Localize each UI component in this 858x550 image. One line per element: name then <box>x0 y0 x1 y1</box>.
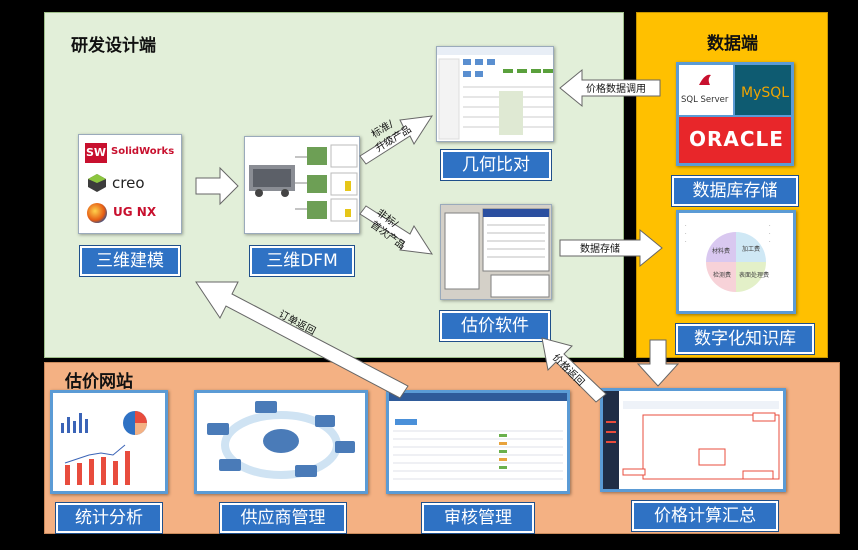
arrow-knowledge-to-summary <box>636 339 680 387</box>
label-geometry-compare[interactable]: 几何比对 <box>441 150 551 180</box>
flow-price-call-text: 价格数据调用 <box>586 82 646 95</box>
oracle-name: ORACLE <box>689 127 784 151</box>
solidworks-logo: SW <box>85 143 107 163</box>
label-statistics[interactable]: 统计分析 <box>56 503 162 533</box>
arrow-dfm-to-geometry <box>359 115 433 165</box>
label-database-storage[interactable]: 数据库存储 <box>672 176 798 206</box>
arrow-order-return <box>195 281 409 399</box>
arrow-data-storage <box>559 228 663 268</box>
cad-logos-panel: SW SolidWorks creo UG NX <box>78 134 182 234</box>
knowledge-base-panel: · · · · · · 材料费 加工费 表面处理费 检测费 <box>676 210 796 314</box>
svg-text:·: · <box>685 231 687 237</box>
flow-data-storage-text: 数据存储 <box>580 242 620 255</box>
web-zone-title: 估价网站 <box>65 372 133 392</box>
svg-text:·: · <box>685 223 687 229</box>
supplier-screenshot <box>194 390 368 494</box>
geometry-compare-screenshot <box>436 46 554 142</box>
label-price-calculation-summary[interactable]: 价格计算汇总 <box>632 501 778 531</box>
label-review-management[interactable]: 审核管理 <box>422 503 534 533</box>
sqlserver-logo: SQL Server <box>679 65 733 115</box>
arrow-dfm-to-estimation <box>359 205 433 255</box>
review-screenshot <box>386 390 570 494</box>
segment-processing: 加工费 <box>742 245 760 253</box>
database-logos-panel: SQL Server MySQL ORACLE <box>676 62 794 166</box>
segment-surface: 表面处理费 <box>739 271 769 279</box>
arrow-price-data-call <box>559 68 661 108</box>
dfm-screenshot <box>244 136 360 234</box>
segment-inspection: 检测费 <box>713 271 731 279</box>
statistics-screenshot <box>50 390 168 494</box>
arrow-price-return <box>541 337 607 403</box>
creo-icon <box>87 173 107 193</box>
arrow-modeling-to-dfm <box>195 166 239 206</box>
mysql-logo: MySQL <box>735 65 791 115</box>
rd-zone-title: 研发设计端 <box>71 36 156 56</box>
label-digital-knowledge-base[interactable]: 数字化知识库 <box>676 324 814 354</box>
oracle-logo: ORACLE <box>679 117 791 163</box>
ugnx-icon <box>87 203 107 223</box>
sqlserver-name: SQL Server <box>681 95 729 105</box>
segment-material: 材料费 <box>712 247 730 255</box>
svg-text:·: · <box>769 239 771 245</box>
ugnx-name: UG NX <box>113 205 157 219</box>
svg-text:·: · <box>769 223 771 229</box>
price-summary-screenshot <box>600 388 786 492</box>
svg-text:·: · <box>685 239 687 245</box>
estimation-software-screenshot <box>440 204 552 300</box>
flow-price-return-text: 价格返回 <box>550 351 587 388</box>
data-zone-title: 数据端 <box>707 34 758 54</box>
label-3d-dfm[interactable]: 三维DFM <box>250 246 354 276</box>
creo-name: creo <box>112 174 145 192</box>
svg-text:·: · <box>769 231 771 237</box>
mysql-name: MySQL <box>741 85 790 101</box>
label-supplier-management[interactable]: 供应商管理 <box>220 503 346 533</box>
label-estimation-software[interactable]: 估价软件 <box>440 311 550 341</box>
label-3d-modeling[interactable]: 三维建模 <box>80 246 180 276</box>
solidworks-name: SolidWorks <box>111 146 175 157</box>
sqlserver-icon <box>697 71 713 87</box>
